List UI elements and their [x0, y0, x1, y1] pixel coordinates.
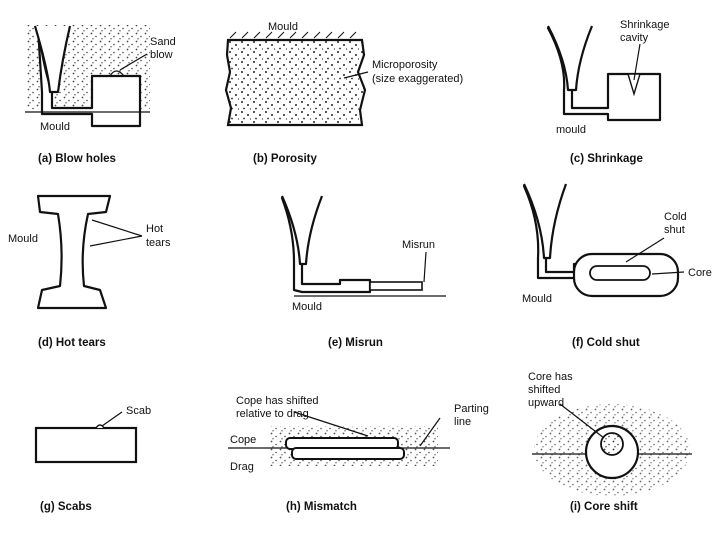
label-shut: shut — [664, 224, 685, 236]
label-cope-shifted: Cope has shifted — [236, 395, 319, 407]
label-shrinkage: Shrinkage — [620, 19, 670, 31]
misrun-cavity — [369, 281, 423, 291]
caption-blow-holes: (a) Blow holes — [38, 153, 116, 165]
label-sand: Sand — [150, 36, 176, 48]
diagram-scabs: Scab (g) Scabs — [34, 405, 151, 513]
label-hot: Hot — [146, 223, 163, 235]
label-blow: blow — [150, 49, 173, 61]
diagram-core-shift: Core has shifted upward (i) Core shift — [528, 371, 692, 513]
diagram-shrinkage: Shrinkage cavity mould (c) Shrinkage — [546, 19, 670, 165]
diagram-blow-holes: Sand blow Mould (a) Blow holes — [25, 25, 176, 165]
caption-scabs: (g) Scabs — [40, 501, 92, 513]
label-line: line — [454, 416, 471, 428]
label-mould: Mould — [292, 301, 322, 313]
porous-casting — [224, 38, 367, 127]
caption-cold-shut: (f) Cold shut — [572, 337, 640, 349]
label-cope: Cope — [230, 434, 256, 446]
leader-hot-tear-1 — [91, 219, 143, 237]
leader-cope-shift — [293, 411, 369, 437]
leader-parting-line — [419, 417, 441, 447]
leader-microporosity — [343, 71, 369, 79]
leader-core-shift — [559, 403, 605, 439]
label-mould: Mould — [268, 21, 298, 33]
i-beam-casting — [36, 194, 112, 310]
label-core-has: Core has — [528, 371, 573, 383]
diagram-hot-tears: Hot tears Mould (d) Hot tears — [8, 194, 171, 349]
label-scab: Scab — [126, 405, 151, 417]
caption-mismatch: (h) Mismatch — [286, 501, 357, 513]
label-size-exaggerated: (size exaggerated) — [372, 73, 463, 85]
leader-hot-tear-2 — [89, 235, 143, 247]
blow-hole — [109, 70, 125, 77]
leader-misrun — [423, 251, 427, 283]
caption-hot-tears: (d) Hot tears — [38, 337, 106, 349]
pouring-cup — [547, 25, 594, 92]
leader-cold-shut — [625, 237, 665, 263]
hatch-top — [229, 31, 357, 39]
label-parting: Parting — [454, 403, 489, 415]
diagram-cold-shut: Cold shut Core Mould (f) Cold shut — [522, 183, 712, 349]
casting-block — [34, 426, 138, 464]
pouring-cup — [33, 25, 72, 94]
leader-core — [651, 271, 685, 275]
shrinkage-cavity — [627, 73, 641, 97]
label-relative-drag: relative to drag — [236, 408, 309, 420]
caption-core-shift: (i) Core shift — [570, 501, 638, 513]
label-misrun: Misrun — [402, 239, 435, 251]
pouring-cup — [523, 183, 568, 260]
label-shifted: shifted — [528, 384, 560, 396]
label-tears: tears — [146, 237, 171, 249]
label-mould: mould — [556, 124, 586, 136]
label-cold: Cold — [664, 211, 687, 223]
diagram-mismatch: Cope has shifted relative to drag Partin… — [228, 395, 489, 513]
core — [589, 265, 651, 281]
label-mould: Mould — [522, 293, 552, 305]
label-core: Core — [688, 267, 712, 279]
label-drag: Drag — [230, 461, 254, 473]
pouring-cup — [280, 195, 324, 266]
caption-misrun: (e) Misrun — [328, 337, 383, 349]
drag-half — [291, 447, 405, 460]
leader-scab — [101, 411, 123, 427]
caption-shrinkage: (c) Shrinkage — [570, 153, 643, 165]
diagram-porosity: Mould Microporosity (size exaggerated) (… — [224, 21, 463, 165]
shifted-core — [600, 432, 624, 456]
label-upward: upward — [528, 397, 564, 409]
caption-porosity: (b) Porosity — [253, 153, 317, 165]
leader-sand-blow — [119, 53, 148, 71]
label-cavity: cavity — [620, 32, 649, 44]
label-mould: Mould — [40, 121, 70, 133]
leader-shrinkage — [633, 43, 641, 81]
diagram-misrun: Misrun Mould (e) Misrun — [280, 195, 446, 349]
label-microporosity: Microporosity — [372, 59, 438, 71]
label-mould: Mould — [8, 233, 38, 245]
